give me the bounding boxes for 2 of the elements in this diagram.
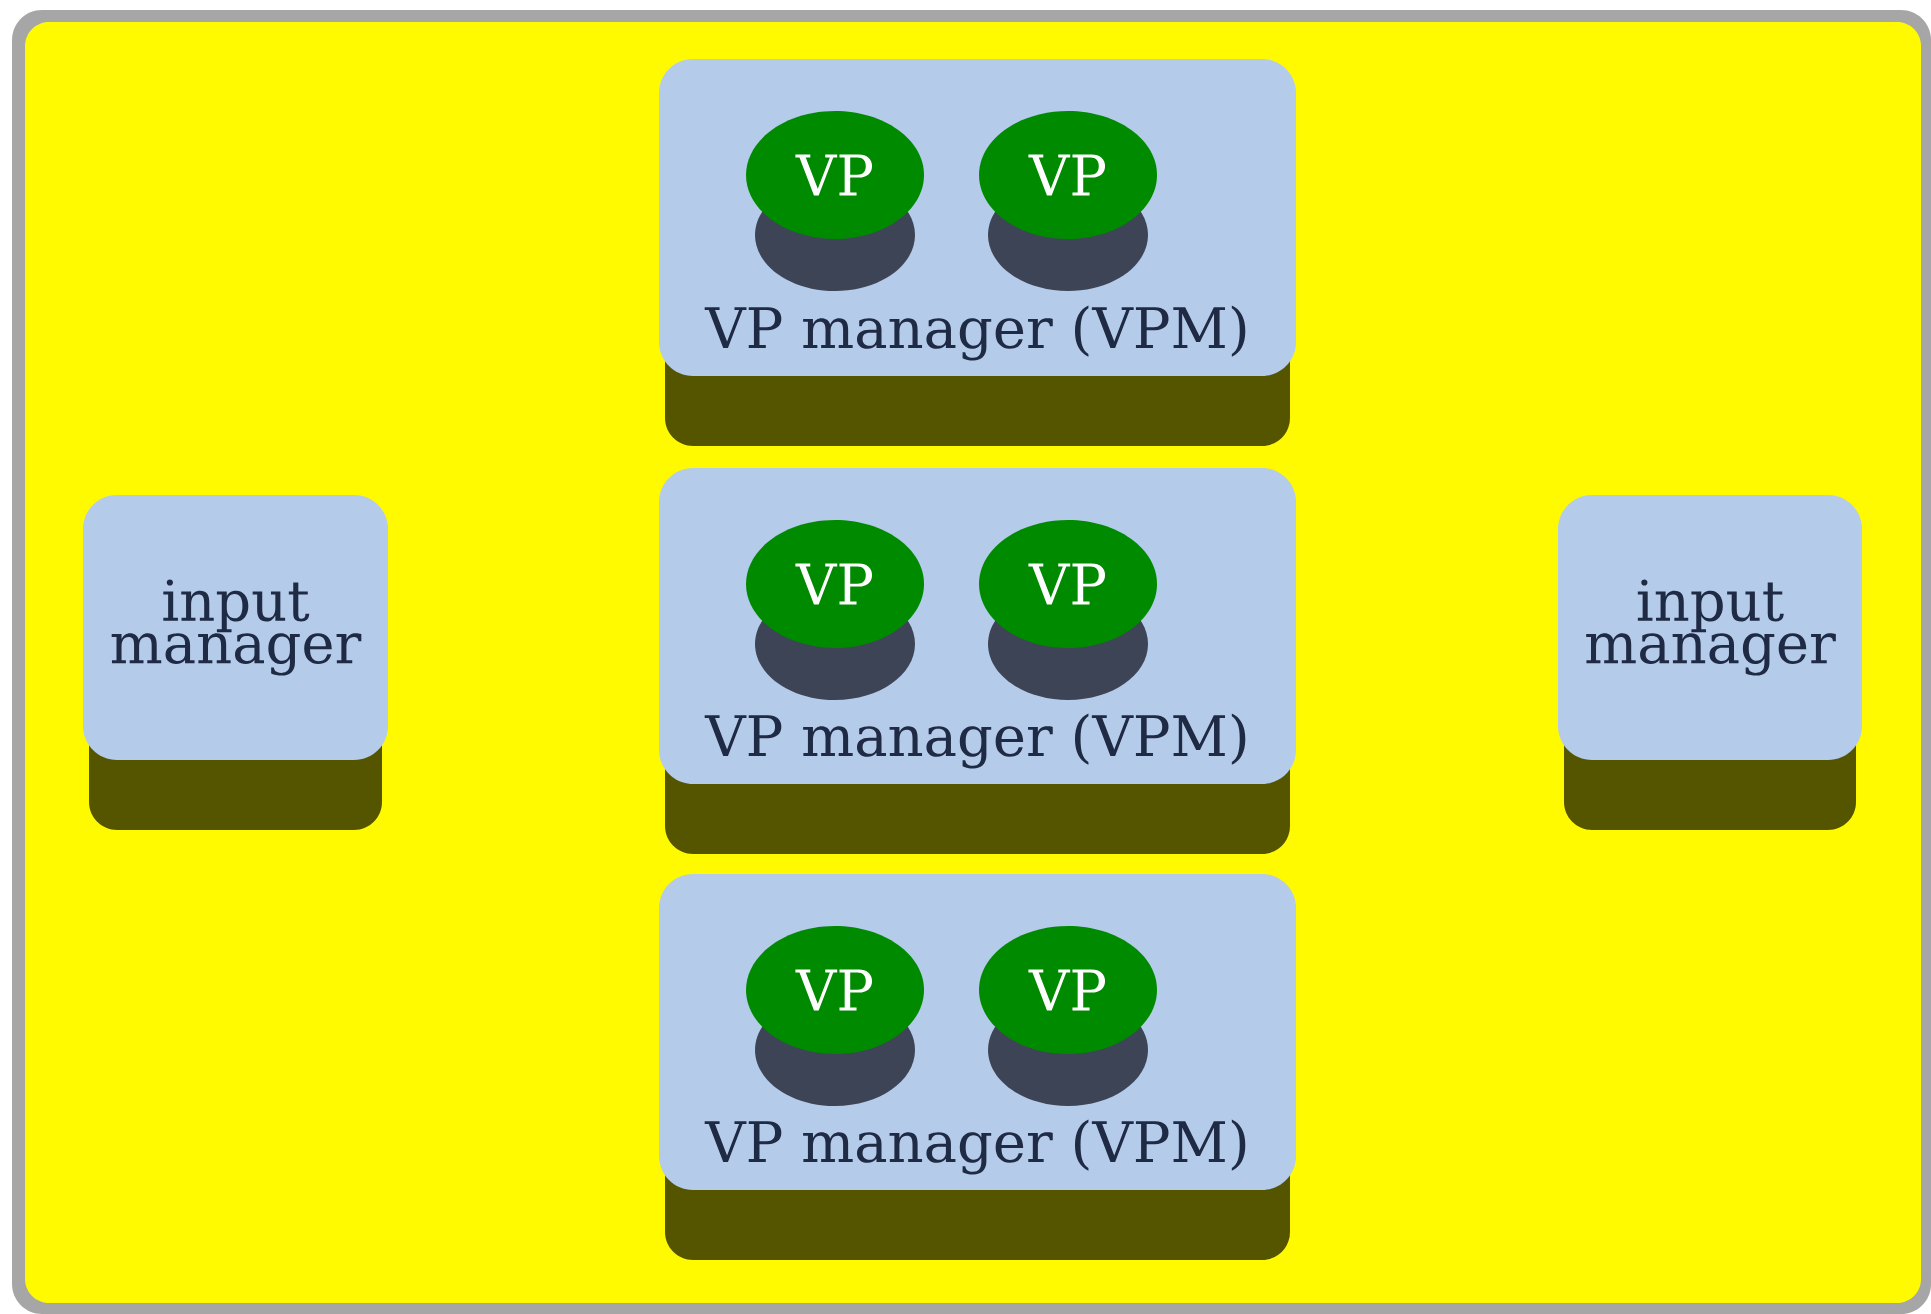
input-manager-box: input manager <box>1558 495 1862 830</box>
input-manager-box: input manager <box>83 495 388 830</box>
